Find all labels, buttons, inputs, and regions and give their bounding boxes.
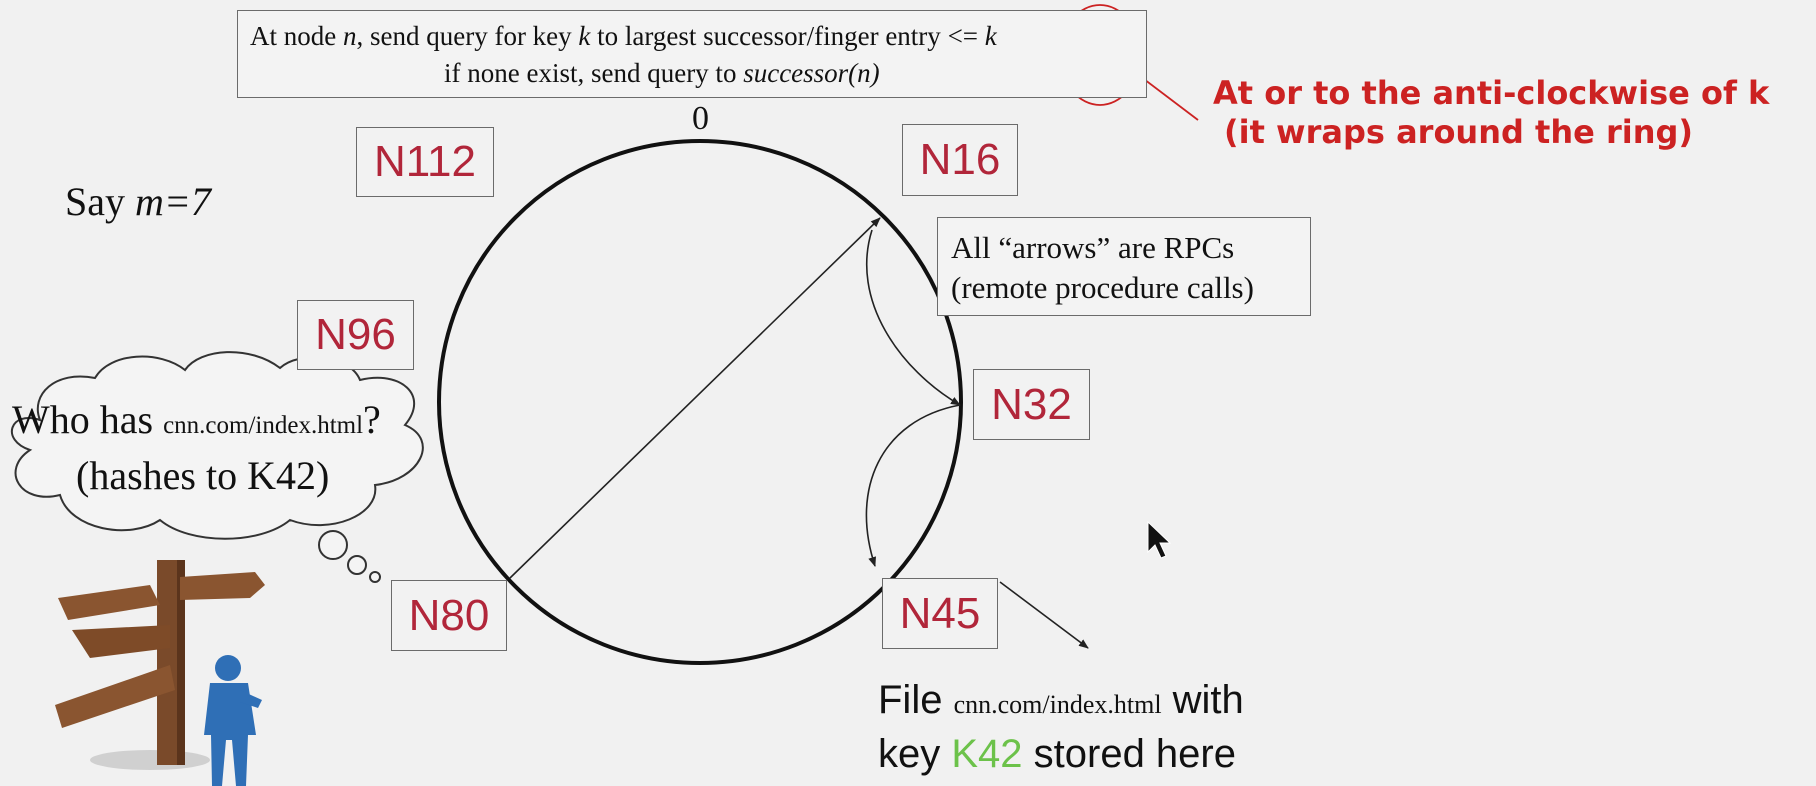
file-note-line-2: key K42 stored here <box>878 732 1236 777</box>
node-n45: N45 <box>882 578 998 649</box>
file-note-text: with <box>1161 678 1244 722</box>
thought-bubble-small <box>369 571 381 583</box>
file-note-text: stored here <box>1022 732 1236 776</box>
arrow-n16-to-n32 <box>866 229 961 406</box>
say-m-var: m=7 <box>135 179 211 224</box>
node-n96: N96 <box>297 300 414 370</box>
annotation-line-1: At or to the anti-clockwise of k <box>1213 74 1770 112</box>
thought-line-2: (hashes to K42) <box>76 453 330 498</box>
file-note-text: key <box>878 732 952 776</box>
node-n32: N32 <box>973 369 1090 440</box>
rule-text: if none exist, send query to <box>444 58 744 88</box>
rule-successor: successor(n) <box>743 58 880 88</box>
rule-line-2: if none exist, send query to successor(n… <box>444 58 880 89</box>
rpc-note-line-2: (remote procedure calls) <box>951 270 1254 305</box>
rule-box: At node n, send query for key k to large… <box>237 10 1147 98</box>
annotation-line-2: (it wraps around the ring) <box>1224 113 1694 151</box>
rule-text: to largest successor/finger entry <box>590 21 948 51</box>
node-n16: N16 <box>902 124 1018 196</box>
rule-text: , send query for key <box>356 21 579 51</box>
thought-text: ? <box>363 397 381 442</box>
thought-bubble-large <box>318 530 348 560</box>
rpc-note-line-1: All “arrows” are RPCs <box>951 230 1235 265</box>
signpost-icon <box>55 560 265 770</box>
rpc-note-box: All “arrows” are RPCs (remote procedure … <box>937 217 1311 316</box>
person-icon <box>204 655 262 786</box>
rule-text: At node <box>250 21 343 51</box>
thought-url: cnn.com/index.html <box>163 412 364 439</box>
file-note-key: K42 <box>951 732 1023 776</box>
rule-var-k: k <box>984 21 997 51</box>
thought-text: Who has <box>12 397 164 442</box>
rule-var-k: k <box>578 21 591 51</box>
thought-line-1: Who has cnn.com/index.html? <box>12 396 381 443</box>
file-note-url: cnn.com/index.html <box>953 690 1162 719</box>
say-m-prefix: Say <box>65 179 135 224</box>
file-note-text: File <box>878 678 954 722</box>
thought-cloud <box>10 351 424 583</box>
thought-bubble-medium <box>347 555 367 575</box>
node-n112: N112 <box>356 127 494 197</box>
arrow-n45-to-file <box>999 581 1089 649</box>
rule-le-symbol: <= <box>947 21 985 51</box>
rule-var-n: n <box>342 21 357 51</box>
ring-zero-label: 0 <box>692 100 709 137</box>
arrow-n80-to-n16 <box>509 217 881 579</box>
say-m-label: Say m=7 <box>65 178 211 225</box>
node-n80: N80 <box>391 580 507 651</box>
rule-line-1: At node n, send query for key k to large… <box>250 21 997 52</box>
file-note-line-1: File cnn.com/index.html with <box>878 678 1244 723</box>
cursor-icon <box>1147 520 1172 559</box>
chord-ring <box>437 139 963 665</box>
arrow-n32-to-n45 <box>865 404 961 567</box>
